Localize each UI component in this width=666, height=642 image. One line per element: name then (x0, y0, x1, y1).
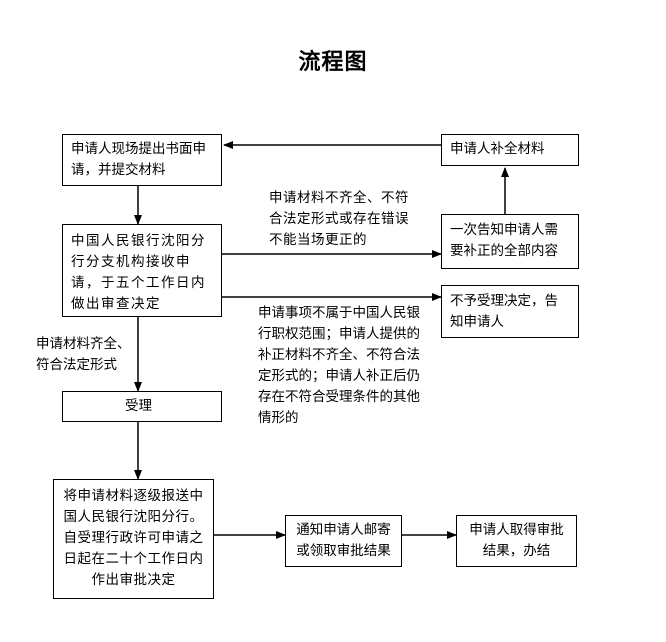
forward-approval-box: 将申请材料逐级报送中国人民银行沈阳分行。自受理行政许可申请之日起在二十个工作日内… (53, 479, 214, 599)
reject-reason-label: 申请事项不属于中国人民银行职权范围；申请人提供的补正材料不齐全、不符合法定形式的… (258, 305, 420, 426)
supplement-materials-box: 申请人补全材料 (441, 134, 579, 166)
obtain-result-box: 申请人取得审批结果，办结 (456, 515, 577, 567)
notify-result-box: 通知申请人邮寄或领取审批结果 (285, 515, 402, 567)
complete-condition-label: 申请材料齐全、符合法定形式 (36, 336, 131, 373)
accept-box: 受理 (62, 391, 222, 422)
submit-application-box: 申请人现场提出书面申请，并提交材料 (62, 134, 222, 186)
notify-once-box: 一次告知申请人需要补正的全部内容 (441, 214, 579, 269)
receive-application-box: 中国人民银行沈阳分行分支机构接收申请，于五个工作日内做出审查决定 (62, 224, 222, 317)
incomplete-condition-label: 申请材料不齐全、不符合法定形式或存在错误不能当场更正的 (269, 190, 409, 248)
reject-decision-box: 不予受理决定，告知申请人 (441, 285, 579, 338)
page-title: 流程图 (298, 49, 368, 75)
